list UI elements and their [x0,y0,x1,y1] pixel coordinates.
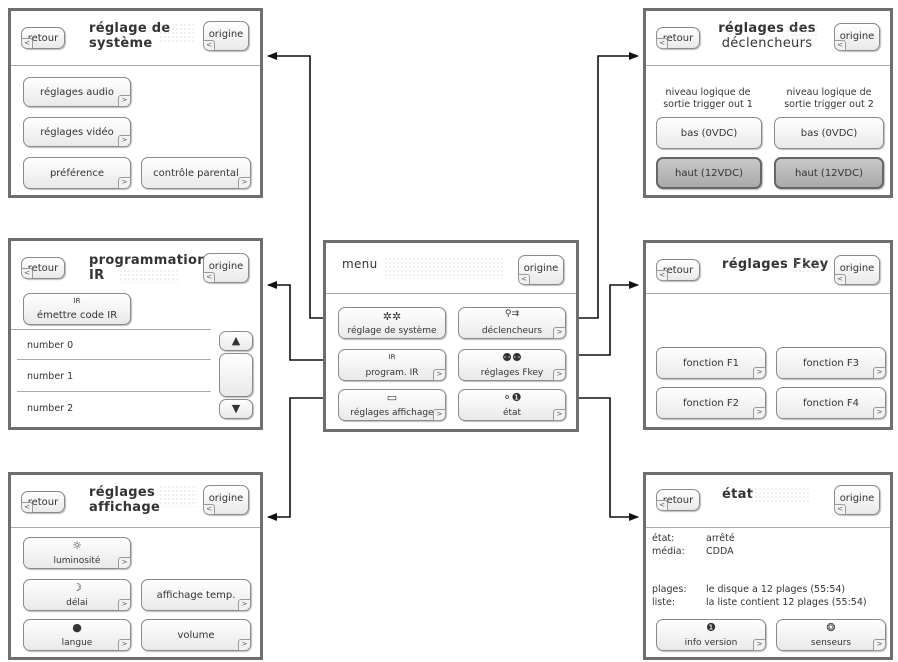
retour-button[interactable]: retour< [656,27,700,49]
gear-icon: ✲✲ [382,310,402,323]
preference-button[interactable]: préférence> [23,157,131,189]
trigger2-haut-button[interactable]: haut (12VDC) [774,157,884,189]
luminosite-button[interactable]: ☼ luminosité > [23,537,131,569]
plages-value: le disque a 12 plages (55:54) [706,584,846,595]
display-icon: ▭ [386,391,398,404]
liste-value: la liste contient 12 plages (55:54) [706,597,867,608]
origine-button[interactable]: origine< [834,23,880,51]
etat-value: arrêté [706,533,735,544]
moon-icon: ☽ [72,581,82,594]
langue-button[interactable]: ● langue > [23,619,131,651]
reglages-video-button[interactable]: réglages vidéo> [23,117,131,147]
etat-label: état: [652,533,675,544]
retour-button[interactable]: retour< [656,259,700,281]
panel-title: menu [342,257,378,271]
ir-icon: IR [388,353,396,361]
retour-button[interactable]: retour< [656,489,700,511]
trigger-icon: ⚲⇉ [504,309,520,319]
panel-etat: retour< état origine< état: arrêté média… [643,472,893,660]
fkey-icon: ⚉⚉ [502,351,522,364]
origine-button[interactable]: origine< [203,21,249,51]
trigger1-haut-button[interactable]: haut (12VDC) [656,157,762,189]
affichage-temp-button[interactable]: affichage temp.> [141,579,251,611]
panel-header: retour< état origine< [646,475,890,528]
menu-reglages-fkey-button[interactable]: ⚉⚉ réglages Fkey > [458,349,566,381]
list-item[interactable]: number 1 [27,371,74,382]
origine-button[interactable]: origine< [203,253,249,283]
menu-reglage-systeme-button[interactable]: ✲✲ réglage de système [338,307,446,339]
info-version-button[interactable]: ❶ info version > [656,619,766,651]
trigger2-bas-button[interactable]: bas (0VDC) [774,117,884,149]
media-label: média: [652,546,685,557]
scroll-up-button[interactable]: ▲ [219,331,253,351]
status-icon: ⚬❶ [502,391,522,404]
list-item[interactable]: number 2 [27,403,74,414]
media-value: CDDA [706,546,734,557]
scrollbar-thumb[interactable] [219,353,253,397]
menu-program-ir-button[interactable]: IR program. IR > [338,349,446,381]
panel-header: retour< réglages Fkey origine< [646,243,890,294]
reglages-audio-button[interactable]: réglages audio> [23,77,131,107]
retour-button[interactable]: retour< [21,27,65,49]
ir-icon: IR [73,297,81,305]
retour-button[interactable]: retour< [21,257,65,279]
trigger1-bas-button[interactable]: bas (0VDC) [656,117,762,149]
info-icon: ❶ [706,621,716,634]
fonction-f1-button[interactable]: fonction F1> [656,347,766,379]
volume-button[interactable]: volume> [141,619,251,651]
fonction-f3-button[interactable]: fonction F3> [776,347,886,379]
menu-reglages-affichage-button[interactable]: ▭ réglages affichage > [338,389,446,421]
fonction-f4-button[interactable]: fonction F4> [776,387,886,419]
senseurs-button[interactable]: ❂ senseurs > [776,619,886,651]
emettre-code-ir-button[interactable]: IR émettre code IR [23,293,131,325]
sun-icon: ☼ [72,539,82,552]
origine-button[interactable]: origine< [518,255,564,285]
origine-button[interactable]: origine< [834,255,880,285]
retour-button[interactable]: retour< [21,491,65,513]
scroll-down-button[interactable]: ▼ [219,399,253,419]
panel-reglages-fkey: retour< réglages Fkey origine< fonction … [643,240,893,430]
speech-bubble-icon: ● [72,621,82,634]
origine-button[interactable]: origine< [203,485,249,515]
menu-etat-button[interactable]: ⚬❶ état > [458,389,566,421]
delai-button[interactable]: ☽ délai > [23,579,131,611]
origine-button[interactable]: origine< [834,485,880,515]
list-item[interactable]: number 0 [27,340,74,351]
panel-header: menu origine< [326,243,576,294]
panel-title: état [722,487,754,502]
fonction-f2-button[interactable]: fonction F2> [656,387,766,419]
plages-label: plages: [652,584,687,595]
sensor-icon: ❂ [826,621,836,634]
menu-declencheurs-button[interactable]: ⚲⇉ déclencheurs > [458,307,566,339]
liste-label: liste: [652,597,675,608]
panel-menu: menu origine< ✲✲ réglage de système ⚲⇉ d… [323,240,579,432]
controle-parental-button[interactable]: contrôle parental> [141,157,251,189]
